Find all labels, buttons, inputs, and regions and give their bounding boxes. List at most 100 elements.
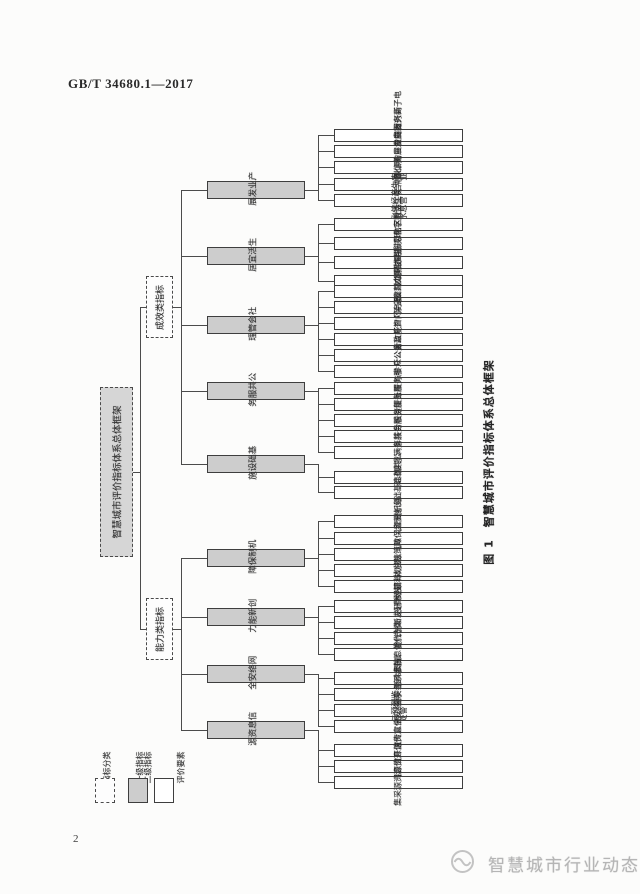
level1-box: 公共服务 (207, 373, 305, 409)
connector-line (318, 262, 334, 263)
connector-line (318, 586, 334, 587)
connector-line (318, 750, 334, 751)
connector-line (318, 766, 334, 767)
leaf-box: 公共基础设施 (334, 453, 463, 502)
connector-line (318, 339, 334, 340)
leaf-box: 农业生产、经营信息化水平 (334, 172, 463, 229)
connector-line (318, 388, 334, 389)
leaf-box: 服务覆盖度 (334, 368, 463, 409)
connector-line (181, 730, 207, 731)
leaf-box: 科研经费投入占比 (334, 574, 463, 639)
connector-line (318, 436, 334, 437)
connector-line (181, 674, 207, 675)
leaf-box: 公共安全保障水平 (334, 275, 463, 340)
connector-line (305, 558, 318, 559)
root-box: 智慧城市评价指标体系总体框架 (100, 387, 133, 557)
connector-line (318, 492, 334, 493)
level1-box-label: 产业发展 (248, 172, 257, 208)
leaf-box: 社区信息服务水平 (334, 211, 463, 276)
figure-caption: 图 1 智慧城市评价指标体系总体框架 (478, 359, 500, 565)
connector-line (318, 606, 334, 607)
leaf-box: 信息资源开发利用 (334, 718, 463, 783)
legend-swatch-gray (128, 778, 148, 803)
connector-line (305, 464, 318, 465)
connector-line (133, 472, 140, 473)
leaf-box: 信息资源共享 (334, 742, 463, 791)
leaf-box: 政务公开度 (334, 335, 463, 376)
category-box-2: 能力类指标 (146, 598, 173, 660)
connector-line (318, 404, 334, 405)
connector-line (318, 355, 334, 356)
level1-box-label: 公共服务 (248, 373, 257, 409)
connector-line (318, 570, 334, 571)
connector-line (318, 420, 334, 421)
connector-line (318, 281, 334, 282)
connector-line (181, 190, 182, 464)
connector-line (305, 325, 318, 326)
connector-line (318, 243, 334, 244)
level1-box-label: 信息资源 (248, 712, 257, 748)
connector-line (318, 464, 319, 492)
leaf-box-label: 信息资源采集 (393, 757, 401, 807)
connector-line (318, 782, 334, 783)
leaf-box: 协同办理建成水平 (334, 259, 463, 324)
connector-line (305, 617, 318, 618)
leaf-box: 资金保障机制 (334, 514, 463, 563)
level1-box: 信息资源 (207, 712, 305, 748)
leaf-box: 服务共享度 (334, 416, 463, 457)
level1-box: 生活宜居 (207, 238, 305, 274)
leaf-box: 组织管理机制 (334, 497, 463, 546)
connector-line (173, 307, 181, 308)
connector-line (181, 464, 207, 465)
connector-line (318, 307, 334, 308)
level1-box-label: 机制保障 (248, 540, 257, 576)
connector-line (181, 256, 207, 257)
category-box-1-label: 成效类指标 (156, 284, 167, 330)
level1-box: 基础设施 (207, 446, 305, 482)
connector-line (173, 629, 181, 630)
leaf-box: 政务门户开放度 (334, 295, 463, 352)
watermark-logo-icon (449, 848, 476, 879)
leaf-box: 环境质量监测能力 (334, 230, 463, 295)
connector-line (318, 674, 319, 726)
leaf-box: 规划与建设方案 (334, 558, 463, 615)
connector-line (318, 606, 319, 654)
connector-line (318, 521, 334, 522)
leaf-box: 信息基础设施 (334, 468, 463, 517)
figure-caption-text: 图 1 智慧城市评价指标体系总体框架 (483, 359, 497, 565)
leaf-box: 服务便捷度 (334, 384, 463, 425)
leaf-box: 新兴行业发展与应用水平 (334, 107, 463, 196)
connector-line (305, 391, 318, 392)
leaf-box: 智能监管度 (334, 319, 463, 360)
level1-box-label: 创新能力 (248, 599, 257, 635)
connector-line (305, 190, 318, 191)
connector-line (181, 325, 207, 326)
connector-line (140, 629, 146, 630)
connector-line (318, 224, 334, 225)
level1-box-label: 网络安全 (248, 656, 257, 692)
connector-line (181, 558, 182, 730)
leaf-box: 生活数字化程度 (334, 196, 463, 253)
root-box-label: 智慧城市评价指标体系总体框架 (112, 405, 124, 539)
leaf-box: 服务融合度 (334, 400, 463, 441)
level1-box-label: 社会管理 (248, 307, 257, 343)
legend-label-category: 指标分类 (97, 731, 117, 784)
leaf-box: 政策法规 (334, 538, 463, 571)
connector-line (318, 184, 334, 185)
connector-line (318, 452, 334, 453)
level1-box-label: 基础设施 (248, 446, 257, 482)
connector-line (318, 554, 334, 555)
leaf-box: 标准体系 (334, 554, 463, 587)
connector-line (181, 617, 207, 618)
level1-box: 创新能力 (207, 599, 305, 635)
connector-line (318, 730, 319, 782)
connector-line (318, 135, 334, 136)
leaf-box: 面向企业的信息服务能力 (334, 123, 463, 212)
legend-swatch-dashed (95, 778, 115, 803)
connector-line (305, 256, 318, 257)
connector-line (318, 224, 319, 281)
page-number: 2 (73, 833, 79, 845)
connector-line (140, 307, 146, 308)
connector-line (318, 694, 334, 695)
